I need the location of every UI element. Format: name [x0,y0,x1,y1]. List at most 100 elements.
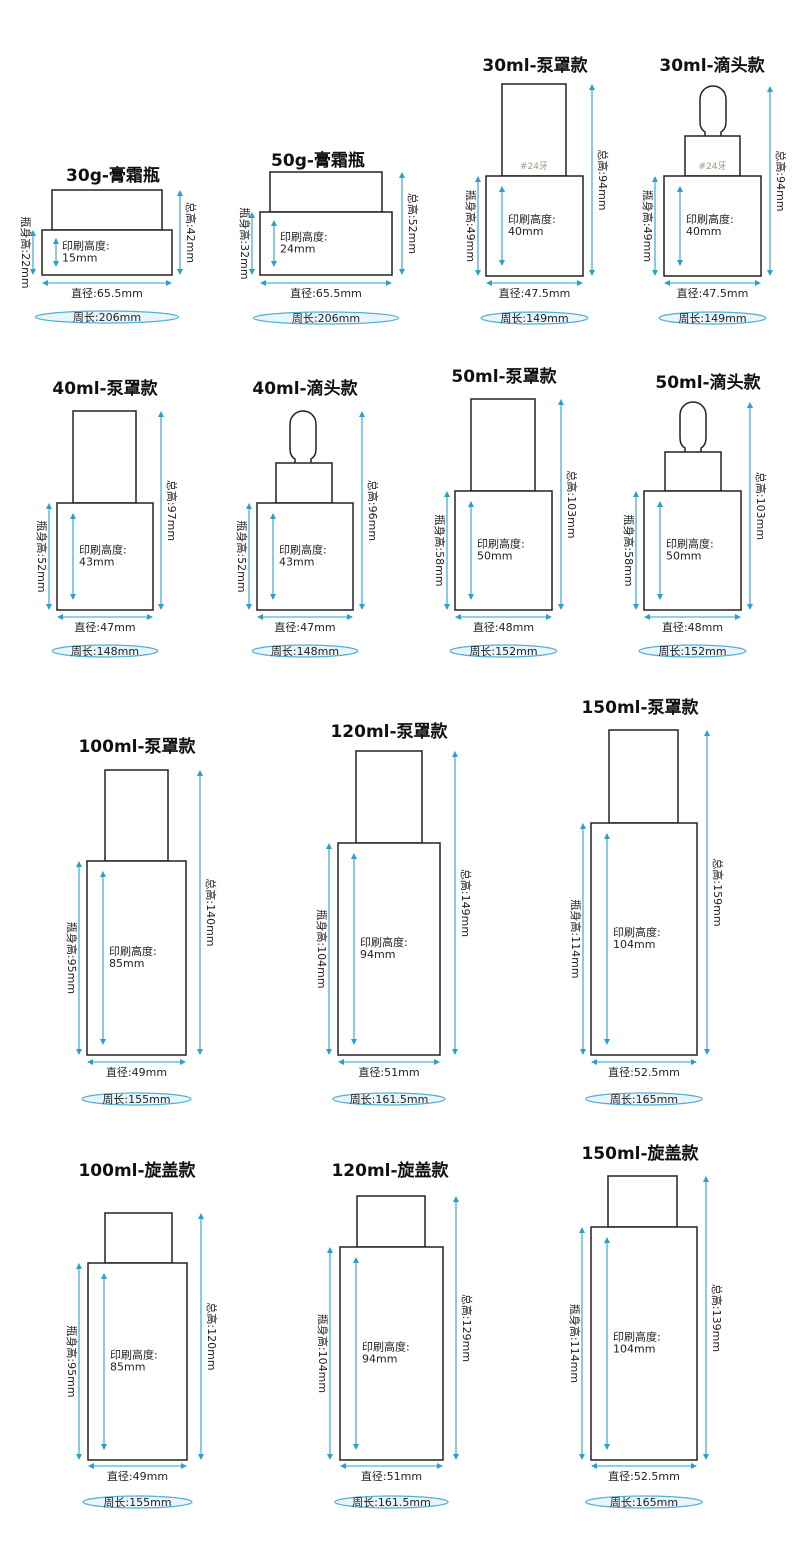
circumference-label: 周长:152mm [469,645,537,658]
bottle-title: 40ml-滴头款 [252,378,358,399]
arrow-head-icon [486,280,492,286]
circumference-label: 周长:155mm [103,1496,171,1509]
arrow-head-icon [257,614,263,620]
circumference-label: 周长:161.5mm [350,1093,429,1106]
print-height-value: 50mm [666,550,701,563]
arrow-head-icon [499,186,505,192]
total-height-arrow [452,751,458,1055]
bottle-body [590,1226,698,1461]
diameter-label: 直径:65.5mm [71,286,143,300]
total-height-arrow [703,1176,709,1460]
circumference-ellipse [585,1092,703,1106]
arrow-head-icon [76,1263,82,1269]
circumference-ellipse [585,1495,703,1509]
bottle-title: 100ml-旋盖款 [78,1160,196,1181]
total-height-label: 总高:139mm [710,1284,724,1352]
arrow-head-icon [579,1227,585,1233]
print-height-caption: 印刷高度: [279,543,327,557]
arrow-head-icon [46,503,52,509]
arrow-head-icon [444,491,450,497]
arrow-head-icon [455,614,461,620]
screw-cap [356,1195,426,1248]
screw-cap [607,1175,678,1228]
print-height-arrow [468,501,474,600]
bottle-title: 30ml-滴头款 [659,55,765,76]
print-height-arrow [604,1237,610,1450]
body-height-label: 瓶身高:58mm [622,514,636,586]
diameter-arrow [42,280,172,286]
arrow-head-icon [475,176,481,182]
arrow-head-icon [260,280,266,286]
circumference-label: 周长:165mm [610,1093,678,1106]
body-height-label: 瓶身高:114mm [569,899,583,978]
body-height-arrow [76,861,82,1055]
body-height-arrow [579,1227,585,1460]
total-height-arrow [589,84,595,276]
circumference-label: 周长:165mm [610,1496,678,1509]
arrow-head-icon [633,491,639,497]
print-height-caption: 印刷高度: [110,1348,158,1362]
bottle-title: 30g-膏霜瓶 [66,165,160,186]
total-height-arrow [359,411,365,610]
diameter-label: 直径:48mm [662,620,723,634]
arrow-head-icon [704,730,710,736]
body-height-label: 瓶身高:22mm [19,216,33,288]
total-height-label: 总高:97mm [165,480,179,541]
circumference-ellipse [51,644,159,658]
arrow-head-icon [589,84,595,90]
arrow-head-icon [30,269,36,275]
body-height-label: 瓶身高:52mm [35,520,49,592]
body-height-arrow [246,503,252,610]
arrow-head-icon [604,1444,610,1450]
diameter-label: 直径:48mm [473,620,534,634]
bottle-title: 50ml-滴头款 [655,372,761,393]
arrow-head-icon [677,260,683,266]
arrow-head-icon [359,411,365,417]
pump-cap [608,729,679,824]
diameter-label: 直径:51mm [361,1469,422,1483]
total-height-label: 总高:159mm [711,858,725,926]
total-height-label: 总高:52mm [406,193,420,254]
arrow-head-icon [87,1059,93,1065]
arrow-head-icon [558,604,564,610]
circumference-label: 周长:161.5mm [352,1496,431,1509]
diameter-arrow [260,280,392,286]
print-height-value: 40mm [686,225,721,238]
arrow-head-icon [499,260,505,266]
pump-cap [72,410,137,504]
diameter-label: 直径:65.5mm [290,286,362,300]
total-height-arrow [704,730,710,1055]
total-height-arrow [747,402,753,610]
circumference-label: 周长:155mm [102,1093,170,1106]
diameter-label: 直径:49mm [107,1469,168,1483]
arrow-head-icon [42,280,48,286]
arrow-head-icon [76,1454,82,1460]
arrow-head-icon [57,614,63,620]
print-height-value: 24mm [280,243,315,256]
jar-body [259,211,393,276]
arrow-head-icon [437,1463,443,1469]
diameter-label: 直径:52.5mm [608,1065,680,1079]
arrow-head-icon [444,604,450,610]
circumference-label: 周长:206mm [292,312,360,325]
body-height-arrow [444,491,450,610]
body-height-label: 瓶身高:114mm [568,1304,582,1383]
total-height-label: 总高:129mm [460,1294,474,1362]
arrow-head-icon [657,501,663,507]
arrow-head-icon [46,604,52,610]
arrow-head-icon [558,399,564,405]
arrow-head-icon [652,270,658,276]
diameter-label: 直径:47mm [74,620,135,634]
diameter-arrow [57,614,153,620]
total-height-label: 总高:120mm [205,1302,219,1370]
arrow-head-icon [53,261,59,267]
bottle-spec-4: 30ml-滴头款#24牙瓶身高:49mm总高:94mm印刷高度:40mm直径:4… [641,55,788,325]
circumference-label: 周长:148mm [271,645,339,658]
circumference-ellipse [82,1495,193,1509]
body-height-label: 瓶身高:49mm [464,190,478,262]
bottle-body [590,822,698,1056]
bottle-title: 120ml-旋盖款 [331,1160,449,1181]
arrow-head-icon [399,172,405,178]
print-height-value: 43mm [279,556,314,569]
